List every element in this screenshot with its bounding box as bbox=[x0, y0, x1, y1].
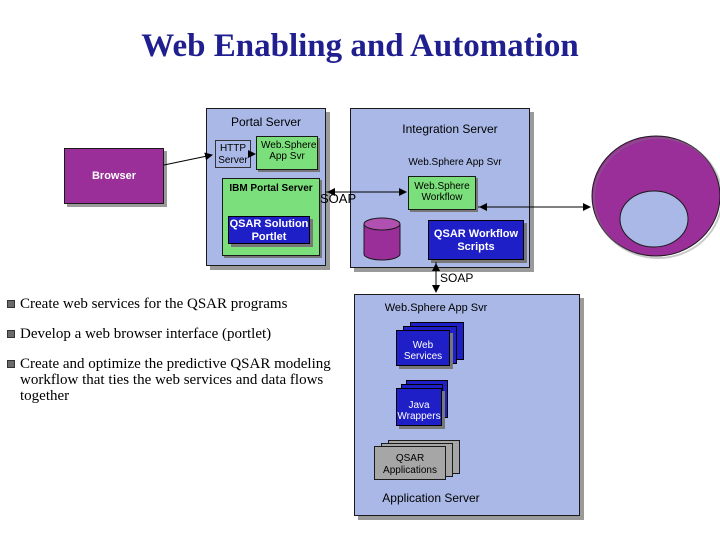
web-services-stack: Web Services bbox=[396, 322, 468, 368]
qsar-workflow-scripts-label: QSAR Workflow Scripts bbox=[433, 228, 519, 253]
qsar-applications-stack: QSAR Applications bbox=[374, 440, 462, 482]
bullet-item: Create web services for the QSAR program… bbox=[6, 296, 356, 312]
bullet-marker-icon bbox=[7, 300, 15, 308]
browser-label: Browser bbox=[91, 170, 137, 182]
qsar-applications-box: QSAR Applications bbox=[374, 446, 446, 480]
bullet-text: Create web services for the QSAR program… bbox=[20, 296, 288, 312]
db-label: DB bbox=[372, 240, 392, 256]
integration-websphere-app-svr-label: Web.Sphere App Svr bbox=[408, 157, 502, 168]
portal-websphere-app-svr-label: Web.Sphere App Svr bbox=[261, 140, 317, 162]
integration-server-label: Integration Server bbox=[402, 122, 498, 136]
soap-app-label: SOAP bbox=[440, 271, 474, 285]
qsar-solution-portlet-label: QSAR Solution Portlet bbox=[229, 218, 309, 243]
grid-label: Grid bbox=[643, 147, 669, 162]
bullet-marker-icon bbox=[7, 360, 15, 368]
application-server-label: Application Server bbox=[382, 491, 480, 505]
websphere-workflow-label: Web.Sphere Workflow bbox=[414, 181, 470, 203]
web-services-label: Web Services bbox=[403, 340, 443, 362]
bullet-item: Create and optimize the predictive QSAR … bbox=[6, 356, 356, 404]
portal-server-label: Portal Server bbox=[230, 115, 302, 129]
ibm-portal-server-label: IBM Portal Server bbox=[229, 183, 313, 194]
soap-portal-label: SOAP bbox=[320, 191, 357, 206]
http-server-label: HTTP Server bbox=[218, 143, 248, 166]
java-wrappers-label: Java Wrappers bbox=[397, 400, 441, 422]
slide-title: Web Enabling and Automation bbox=[141, 28, 579, 64]
http-server-box: HTTP Server bbox=[215, 140, 251, 168]
bullet-list: Create web services for the QSAR program… bbox=[6, 296, 356, 418]
browser-box: Browser bbox=[64, 148, 164, 204]
bullet-text: Create and optimize the predictive QSAR … bbox=[20, 356, 331, 404]
websphere-workflow-box: Web.Sphere Workflow bbox=[408, 176, 476, 210]
qsar-model-builder-label: QSAR Model Builder bbox=[638, 200, 670, 235]
web-services-box: Web Services bbox=[396, 330, 450, 366]
qsar-workflow-scripts-box: QSAR Workflow Scripts bbox=[428, 220, 524, 260]
bullet-marker-icon bbox=[7, 330, 15, 338]
qsar-solution-portlet-box: QSAR Solution Portlet bbox=[228, 216, 310, 244]
portal-websphere-app-svr: Web.Sphere App Svr bbox=[256, 136, 318, 170]
application-websphere-app-svr-label: Web.Sphere App Svr bbox=[384, 302, 488, 314]
bullet-item: Develop a web browser interface (portlet… bbox=[6, 326, 356, 342]
bullet-text: Develop a web browser interface (portlet… bbox=[20, 326, 272, 342]
java-wrappers-box: Java Wrappers bbox=[396, 388, 442, 426]
qsar-applications-label: QSAR Applications bbox=[383, 453, 437, 476]
java-wrappers-stack: Java Wrappers bbox=[396, 380, 452, 430]
